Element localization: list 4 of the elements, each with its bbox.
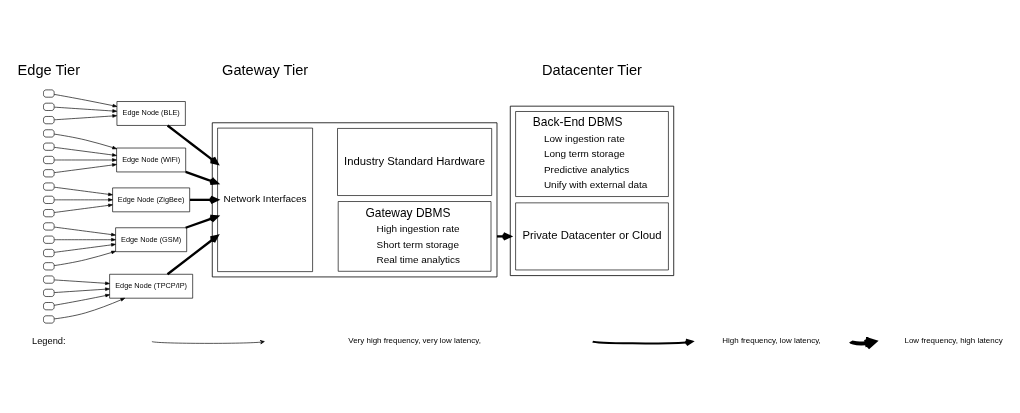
label: Edge Tier: [17, 62, 81, 79]
label: Gateway Tier: [222, 62, 309, 79]
label: Legend:: [32, 335, 66, 346]
label: Datacenter Tier: [542, 62, 642, 79]
